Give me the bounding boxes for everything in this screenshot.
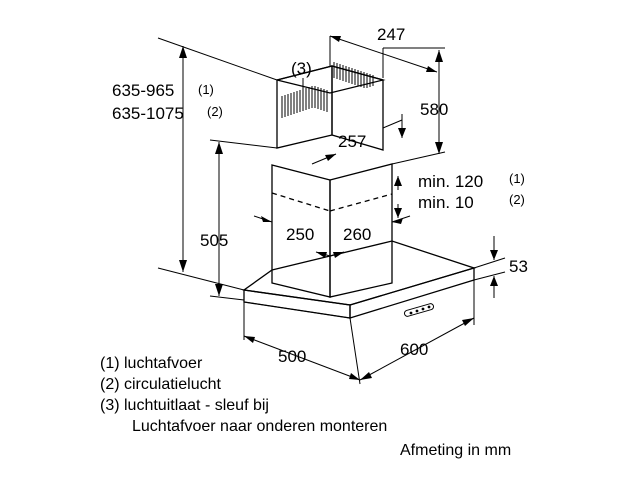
label-257: 257 bbox=[338, 132, 366, 151]
label-53: 53 bbox=[509, 257, 528, 276]
dim-lower-height bbox=[209, 139, 278, 301]
label-260: 260 bbox=[343, 225, 371, 244]
control-panel-icon bbox=[403, 303, 435, 317]
dim-chimney-width bbox=[253, 215, 331, 258]
lower-chimney bbox=[271, 163, 393, 298]
label-505: 505 bbox=[200, 231, 228, 250]
dim-upper-depth bbox=[311, 114, 406, 165]
label-ref-1a: (1) bbox=[198, 82, 214, 97]
dim-overall-height bbox=[157, 37, 278, 291]
vent-slot-top bbox=[333, 62, 374, 88]
label-ref-2a: (2) bbox=[207, 104, 223, 119]
legend-item-2: (2) circulatielucht bbox=[100, 376, 221, 393]
dim-min-gap bbox=[394, 176, 402, 218]
dim-upper-height bbox=[383, 47, 446, 165]
label-635-965: 635-965 bbox=[112, 81, 174, 100]
label-500: 500 bbox=[278, 347, 306, 366]
canopy bbox=[242, 240, 477, 319]
legend-item-1: (1) luchtafvoer bbox=[100, 355, 203, 372]
legend-item-3: (3) luchtuitlaat - sleuf bij bbox=[100, 397, 269, 414]
label-580: 580 bbox=[420, 100, 448, 119]
label-600: 600 bbox=[400, 340, 428, 359]
unit-note: Afmeting in mm bbox=[400, 442, 511, 459]
dim-chimney-depth bbox=[329, 215, 411, 258]
label-ref-1b: (1) bbox=[509, 171, 525, 186]
label-247: 247 bbox=[377, 25, 405, 44]
dim-canopy-width bbox=[359, 280, 475, 381]
dim-canopy-thickness bbox=[473, 236, 506, 298]
dim-top-width bbox=[329, 35, 438, 78]
label-marker-3: (3) bbox=[291, 59, 312, 78]
label-min-120: min. 120 bbox=[418, 172, 483, 191]
label-ref-2b: (2) bbox=[509, 192, 525, 207]
label-635-1075: 635-1075 bbox=[112, 104, 184, 123]
label-min-10: min. 10 bbox=[418, 193, 474, 212]
legend-item-3-continued: Luchtafvoer naar onderen monteren bbox=[132, 418, 387, 435]
dim-canopy-depth bbox=[243, 302, 361, 385]
label-250: 250 bbox=[286, 225, 314, 244]
legend: (1) luchtafvoer (2) circulatielucht (3) … bbox=[100, 355, 511, 459]
